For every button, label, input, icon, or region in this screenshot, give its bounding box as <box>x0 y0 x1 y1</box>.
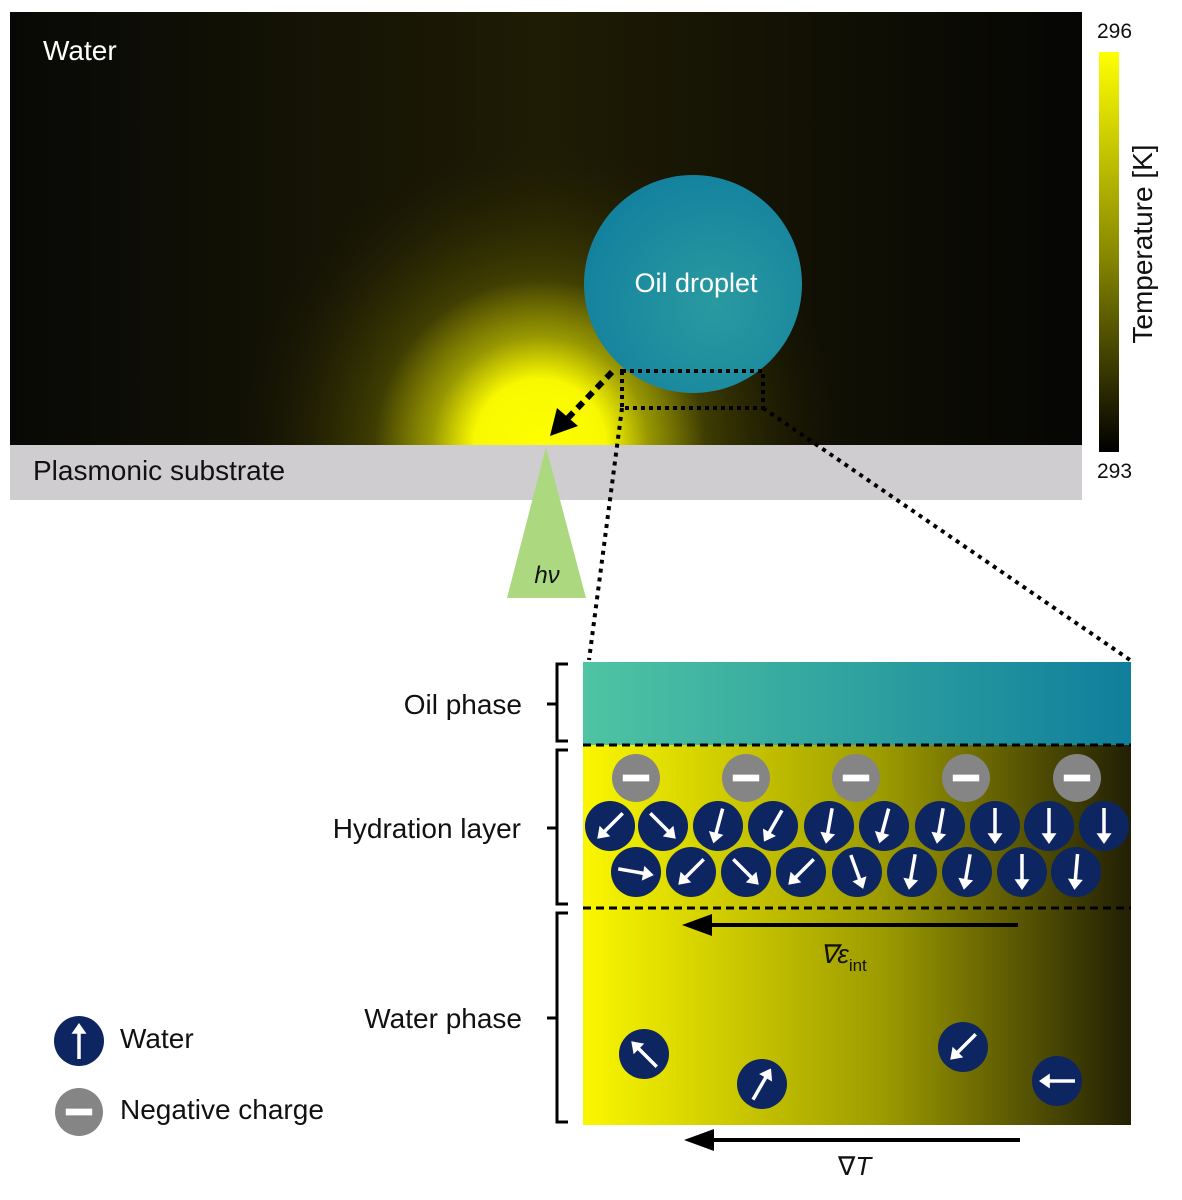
heat-transfer-arrow <box>565 369 615 421</box>
grad-t-arrowhead <box>684 1129 714 1151</box>
oil-phase-brace <box>547 662 568 743</box>
negative-charge <box>612 754 660 802</box>
legend-charge-icon <box>55 1088 103 1136</box>
legend-water-label: Water <box>120 1023 194 1054</box>
legend-water-icon <box>54 1016 104 1066</box>
hydration-water-molecule <box>585 801 635 851</box>
negative-charge <box>832 754 880 802</box>
colorbar-max: 296 <box>1097 20 1132 43</box>
oil-phase-region <box>583 662 1131 745</box>
hydration-water-molecule <box>804 801 854 851</box>
substrate-label: Plasmonic substrate <box>33 455 285 486</box>
negative-charge <box>722 754 770 802</box>
colorbar-gradient <box>1099 52 1119 452</box>
oil-phase-label: Oil phase <box>404 689 522 720</box>
grad-t-label: ∇T <box>837 1151 873 1181</box>
grad-t-var: T <box>855 1151 873 1181</box>
hydration-water-molecule <box>859 801 909 851</box>
hydration-water-molecule <box>1051 847 1101 897</box>
bulk-water-molecules <box>619 1022 1082 1109</box>
grad-eps-symbol: ∇ε <box>820 939 849 969</box>
water-phase-brace <box>547 911 568 1124</box>
hydration-water-molecule <box>776 847 826 897</box>
colorbar-axis-label: Temperature [K] <box>1127 144 1158 343</box>
zoom-line-left <box>587 407 624 661</box>
water-phase-label: Water phase <box>364 1003 522 1034</box>
hydration-water-molecule <box>638 801 688 851</box>
legend: Water Negative charge <box>54 1016 324 1136</box>
grad-eps-label: ∇εint <box>820 939 867 975</box>
heatmap-panel <box>10 12 1082 445</box>
grad-t-symbol: ∇ <box>837 1151 856 1181</box>
hydration-water-molecule <box>1079 801 1129 851</box>
oil-droplet <box>584 175 802 393</box>
hydration-water-molecule <box>915 801 965 851</box>
zoom-box <box>620 369 765 410</box>
negative-charge <box>1053 754 1101 802</box>
hydration-molecules <box>585 801 1129 897</box>
hydration-water-molecule <box>1024 801 1074 851</box>
hydration-water-molecule <box>721 847 771 897</box>
bulk-water-molecule <box>737 1059 787 1109</box>
hydration-water-molecule <box>693 801 743 851</box>
bulk-water-molecule <box>619 1029 669 1079</box>
light-cone <box>507 447 586 598</box>
hydration-layer-label: Hydration layer <box>333 813 521 844</box>
light-label: hν <box>534 562 559 589</box>
negative-charge <box>942 754 990 802</box>
hydration-water-molecule <box>666 847 716 897</box>
zoom-line-right <box>761 406 1132 662</box>
hydration-water-molecule <box>748 801 798 851</box>
bulk-water-molecule <box>938 1022 988 1072</box>
colorbar-min: 293 <box>1097 460 1132 483</box>
hydration-water-molecule <box>887 847 937 897</box>
water-label: Water <box>43 35 117 66</box>
legend-charge-label: Negative charge <box>120 1094 324 1125</box>
hydration-water-molecule <box>997 847 1047 897</box>
legend-negative-charge <box>55 1088 103 1136</box>
droplet-label: Oil droplet <box>634 268 758 298</box>
grad-eps-subscript: int <box>849 956 867 975</box>
hydration-layer-brace <box>547 748 568 906</box>
hydration-water-molecule <box>970 801 1020 851</box>
hydration-water-molecule <box>832 847 882 897</box>
colorbar: 296 293 Temperature [K] <box>1097 20 1158 483</box>
grad-eps-arrowhead <box>682 914 712 936</box>
legend-water-molecule <box>54 1016 104 1066</box>
heat-transfer-arrowhead <box>550 408 578 436</box>
negative-charges <box>612 754 1101 802</box>
hydration-water-molecule <box>611 847 661 897</box>
hydration-water-molecule <box>942 847 992 897</box>
bulk-water-molecule <box>1032 1056 1082 1106</box>
